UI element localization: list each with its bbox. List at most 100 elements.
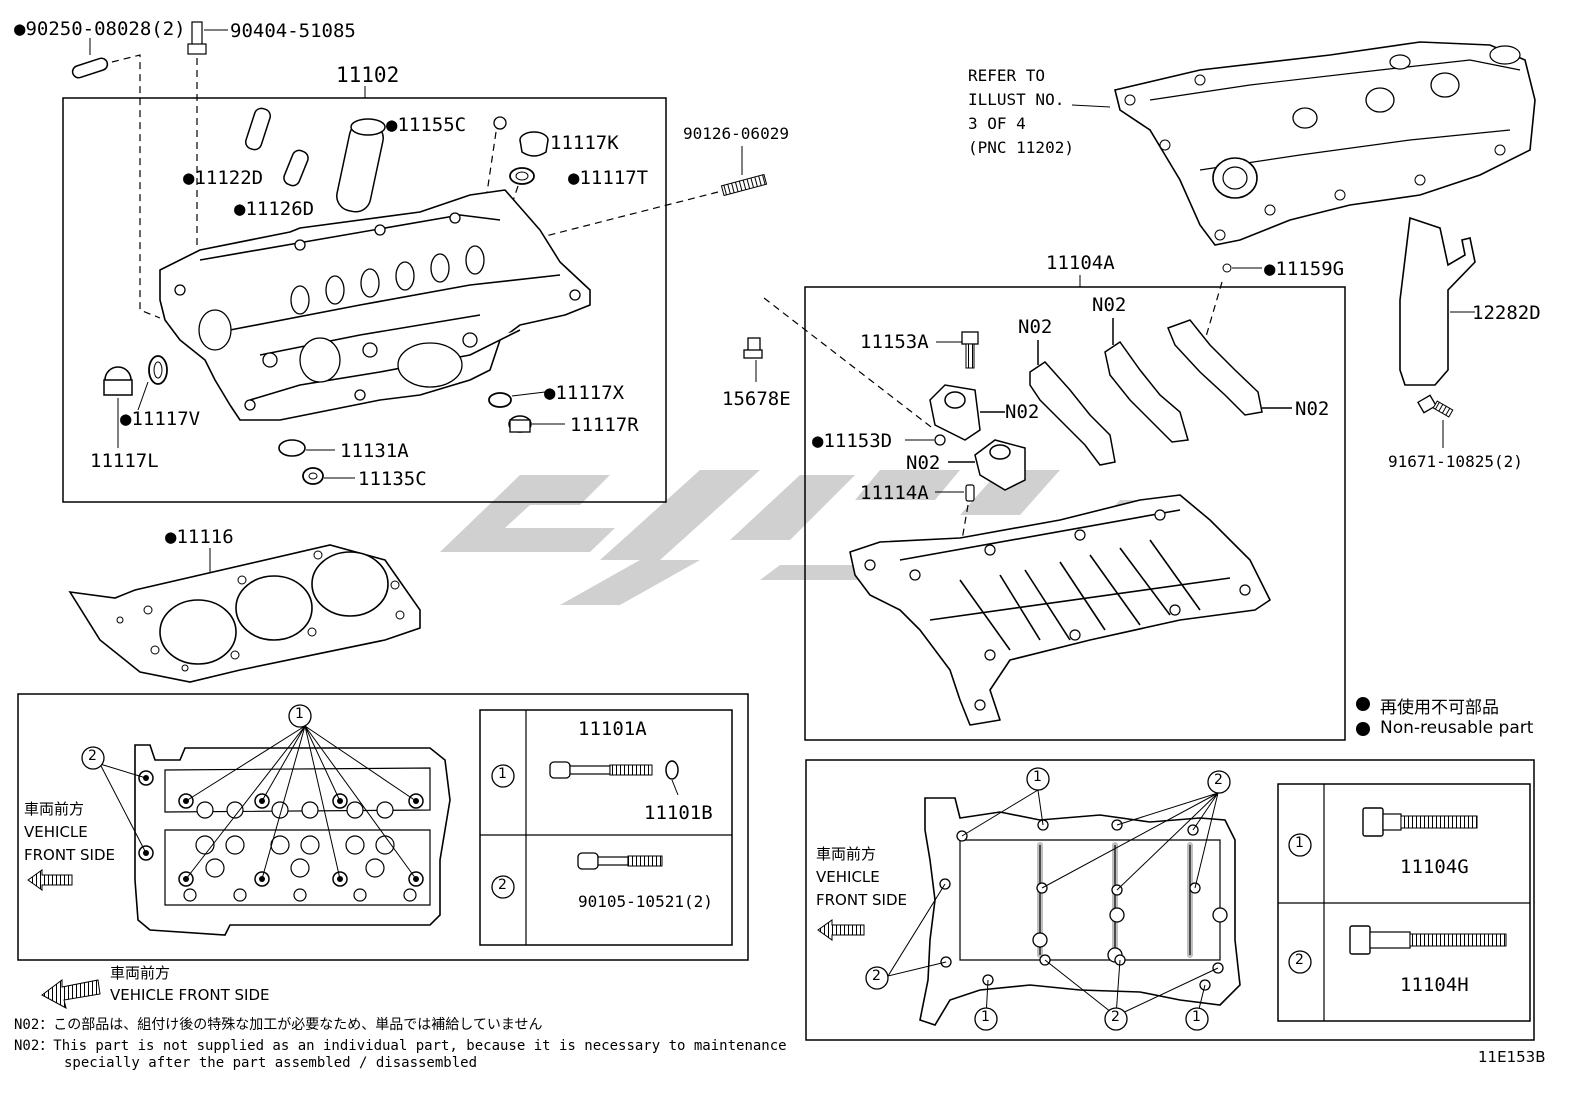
label-11155c: ●11155C <box>386 114 467 136</box>
front-side-left-en1: VEHICLE <box>24 823 88 841</box>
fitting-15678e <box>743 297 936 431</box>
valve-guide-11122d <box>244 107 272 151</box>
label-11101a: 11101A <box>578 718 647 740</box>
plug-11117k <box>519 131 549 157</box>
label-91671: 91671-10825(2) <box>1388 452 1523 471</box>
refer-line-1: REFER TO <box>968 66 1046 85</box>
legend-bullet-en <box>1356 722 1370 736</box>
label-11153a: 11153A <box>860 331 929 353</box>
callout-2-right-bottom <box>1104 1007 1128 1031</box>
table-r-callout-2-num: 2 <box>1295 952 1304 968</box>
ladder-frame <box>849 494 1271 726</box>
bolt-90105 <box>577 852 663 870</box>
front-side-bottom: 車両前方 VEHICLE FRONT SIDE <box>110 962 270 1006</box>
label-n02-4: N02 <box>906 452 941 474</box>
label-11122d: ●11122D <box>183 167 264 189</box>
legend-jp: 再使用不可部品 <box>1380 698 1499 718</box>
label-11126d: ●11126D <box>234 198 315 220</box>
label-11104a: 11104A <box>1046 252 1115 274</box>
front-side-left-jp: 車両前方 <box>24 800 85 818</box>
label-n02-2: N02 <box>1092 294 1127 316</box>
refer-line-3: 3 OF 4 <box>968 114 1026 133</box>
plug-11131a <box>278 439 335 457</box>
bolt-91671 <box>1417 394 1454 448</box>
table-callout-1 <box>491 764 515 788</box>
callout-1-right-bottom-b <box>1185 1007 1209 1031</box>
ladder-bolt-inset <box>805 759 1535 1041</box>
label-90105: 90105-10521(2) <box>578 892 713 911</box>
bearing-cap-group <box>743 263 1346 741</box>
label-11159g: ●11159G <box>1264 258 1345 280</box>
label-11117x: ●11117X <box>544 382 625 404</box>
callout-2-right-top <box>1207 770 1231 794</box>
label-11114a: 11114A <box>860 482 929 504</box>
valve-guide-11126d <box>283 149 309 187</box>
front-side-left: 車両前方 VEHICLE FRONT SIDE <box>24 798 115 867</box>
label-11131a: 11131A <box>340 440 409 462</box>
callout-1-left <box>288 704 312 728</box>
bolt-11153a <box>936 331 979 369</box>
table-callout-2 <box>491 875 515 899</box>
cap-n02-a <box>929 384 1005 441</box>
label-n02-3: N02 <box>1005 401 1040 423</box>
refer-line-2: ILLUST NO. <box>968 90 1065 109</box>
callout-1-left-num: 1 <box>295 706 304 722</box>
callout-2-rl-num: 2 <box>872 968 881 984</box>
table-callout-1-num: 1 <box>498 766 507 782</box>
label-11117v: ●11117V <box>120 408 201 430</box>
note-en-2: specially after the part assembled / dis… <box>64 1055 478 1071</box>
cylinder-head-group <box>62 21 768 503</box>
bearing-cap-strip-1 <box>1029 340 1116 466</box>
seal-11117x <box>488 391 546 408</box>
label-11135c: 11135C <box>358 468 427 490</box>
callout-2-left <box>81 746 105 770</box>
plug-11117r <box>508 415 565 433</box>
front-side-left-en2: FRONT SIDE <box>24 846 115 864</box>
front-side-bottom-jp: 車両前方 <box>110 964 171 982</box>
bearing-cap-strip-3 <box>1167 319 1292 416</box>
callout-1-rt-num: 1 <box>1033 769 1042 785</box>
cylinder-head-ports <box>174 212 581 411</box>
table-r-callout-2 <box>1288 950 1312 974</box>
front-side-right: 車両前方 VEHICLE FRONT SIDE <box>816 843 907 912</box>
front-arrow-right-inset <box>817 919 865 941</box>
cam-housing <box>1071 41 1536 246</box>
label-90404: 90404-51085 <box>230 20 356 42</box>
label-11104g: 11104G <box>1400 856 1469 878</box>
label-11117l: 11117L <box>90 450 159 472</box>
label-90250: ●90250-08028(2) <box>14 18 186 40</box>
label-n02-5: N02 <box>1295 398 1330 420</box>
callout-1-rbb-num: 1 <box>1192 1009 1201 1025</box>
engine-hanger-12282d <box>1399 216 1476 448</box>
label-11102: 11102 <box>336 63 400 87</box>
plug-11117l <box>103 366 133 448</box>
front-side-right-en2: FRONT SIDE <box>816 891 907 909</box>
front-side-right-en1: VEHICLE <box>816 868 880 886</box>
seal-11117v <box>137 355 168 411</box>
callout-2-rb-num: 2 <box>1111 1009 1120 1025</box>
label-11153d: ●11153D <box>812 430 893 452</box>
front-side-right-jp: 車両前方 <box>816 845 877 863</box>
label-11104h: 11104H <box>1400 974 1469 996</box>
label-11117k: 11117K <box>550 132 619 154</box>
head-bolt-inset <box>17 693 749 961</box>
callout-2-rt-num: 2 <box>1214 772 1223 788</box>
note-jp: N02：この部品は、組付け後の特殊な加工が必要なため、単品では補給していません <box>14 1017 543 1033</box>
washer-11101b <box>665 760 679 796</box>
cap-n02-b <box>948 439 1026 491</box>
bolt-11104g <box>1362 807 1478 837</box>
label-11116: ●11116 <box>165 526 234 548</box>
label-90126: 90126-06029 <box>683 124 789 143</box>
callout-1-right-top <box>1026 767 1050 791</box>
label-n02-1: N02 <box>1018 316 1053 338</box>
table-callout-2-num: 2 <box>498 877 507 893</box>
legend-en: Non-reusable part <box>1380 718 1534 738</box>
note-en-1: N02：This part is not supplied as an indi… <box>14 1038 787 1054</box>
bolt-11104h <box>1349 925 1507 955</box>
label-11101b: 11101B <box>644 802 713 824</box>
label-12282d: 12282D <box>1472 302 1541 324</box>
ladder-frame-holes <box>864 509 1251 711</box>
bearing-cap-frame <box>804 286 1346 741</box>
front-arrow-bottom <box>41 979 101 1009</box>
callout-1-rba-num: 1 <box>981 1009 990 1025</box>
